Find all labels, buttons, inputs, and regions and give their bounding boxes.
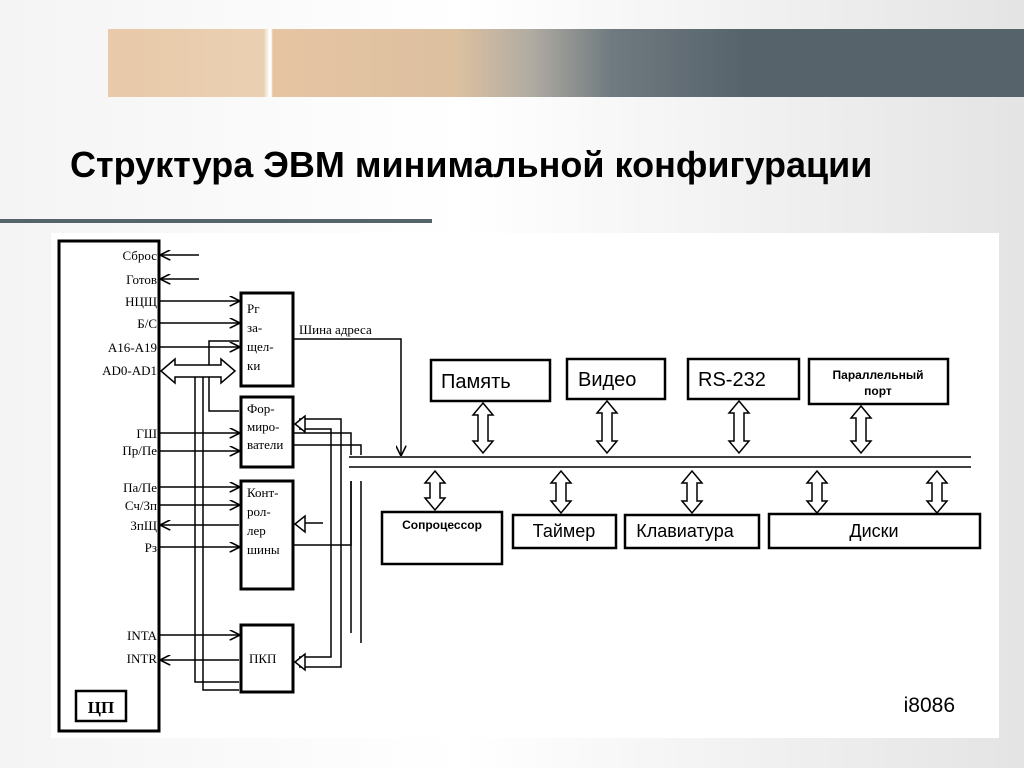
pic-label: ПКП bbox=[249, 651, 276, 666]
cpu-block: ЦП bbox=[57, 239, 161, 733]
buffers-label-line: Фор- bbox=[247, 401, 275, 416]
signal-label: Сч/Зп bbox=[125, 498, 157, 513]
chip-label: i8086 bbox=[904, 694, 955, 717]
control-lines bbox=[159, 255, 239, 660]
cpu-label: ЦП bbox=[88, 698, 114, 717]
signal-label: INTA bbox=[127, 628, 158, 643]
bus-controller-block bbox=[239, 479, 295, 591]
latch-label-line: за- bbox=[247, 320, 262, 335]
bus-controller-label-line: лер bbox=[247, 523, 266, 538]
signal-label: НЦЩ bbox=[125, 294, 157, 309]
diagram-panel: ЦП Сброс Готов НЦЩ Б/С A16-A19 AD0-AD1 Г… bbox=[51, 233, 999, 738]
memory-label: Память bbox=[441, 371, 511, 393]
signal-label: Готов bbox=[126, 272, 157, 287]
bus-connectors bbox=[423, 399, 949, 515]
signal-label: Па/Пе bbox=[123, 480, 157, 495]
parallel-port-label: порт bbox=[864, 384, 892, 398]
buffers-label-line: ватели bbox=[247, 437, 283, 452]
signal-label: A16-A19 bbox=[108, 340, 157, 355]
coprocessor-box bbox=[380, 510, 504, 566]
parallel-port-label: Параллельный bbox=[833, 368, 924, 382]
video-box bbox=[565, 357, 667, 401]
interrupt-controller-block bbox=[239, 623, 295, 694]
coprocessor-label: Сопроцессор bbox=[402, 518, 482, 532]
header-band bbox=[108, 29, 1024, 97]
timer-label: Таймер bbox=[533, 521, 596, 541]
ad-bus-arrow bbox=[159, 357, 237, 385]
signal-label: Рз bbox=[145, 540, 157, 555]
rs232-label: RS-232 bbox=[698, 369, 766, 391]
rs232-box bbox=[686, 357, 801, 401]
keyboard-label: Клавиатура bbox=[636, 521, 734, 541]
signal-label: AD0-AD1 bbox=[102, 363, 157, 378]
video-label: Видео bbox=[578, 369, 636, 391]
address-bus-label: Шина адреса bbox=[299, 322, 372, 337]
page-title: Структура ЭВМ минимальной конфигурации bbox=[70, 144, 873, 185]
bus-controller-label-line: рол- bbox=[247, 504, 271, 519]
signal-label: Сброс bbox=[122, 248, 157, 263]
bus-controller-label-line: Конт- bbox=[247, 485, 279, 500]
bus-controller-label-line: шины bbox=[247, 542, 280, 557]
signal-label: INTR bbox=[127, 651, 158, 666]
memory-box bbox=[429, 358, 552, 403]
latch-label-line: щел- bbox=[247, 339, 274, 354]
buffers-label-line: миро- bbox=[247, 419, 280, 434]
title-underline bbox=[0, 219, 432, 223]
signal-label: Б/С bbox=[137, 316, 157, 331]
signal-label: Пр/Пе bbox=[122, 443, 157, 458]
latch-label-line: Рг bbox=[247, 301, 260, 316]
bus-buffers-block bbox=[239, 395, 295, 469]
parallel-port-box bbox=[807, 357, 950, 406]
disks-label: Диски bbox=[849, 521, 898, 541]
signal-label: ЗпЩ bbox=[130, 518, 157, 533]
keyboard-box bbox=[623, 513, 761, 550]
disks-box bbox=[767, 512, 982, 550]
latch-label-line: ки bbox=[247, 358, 260, 373]
signal-label: ГШ bbox=[136, 426, 157, 441]
timer-box bbox=[511, 513, 618, 550]
system-bus bbox=[349, 456, 971, 468]
